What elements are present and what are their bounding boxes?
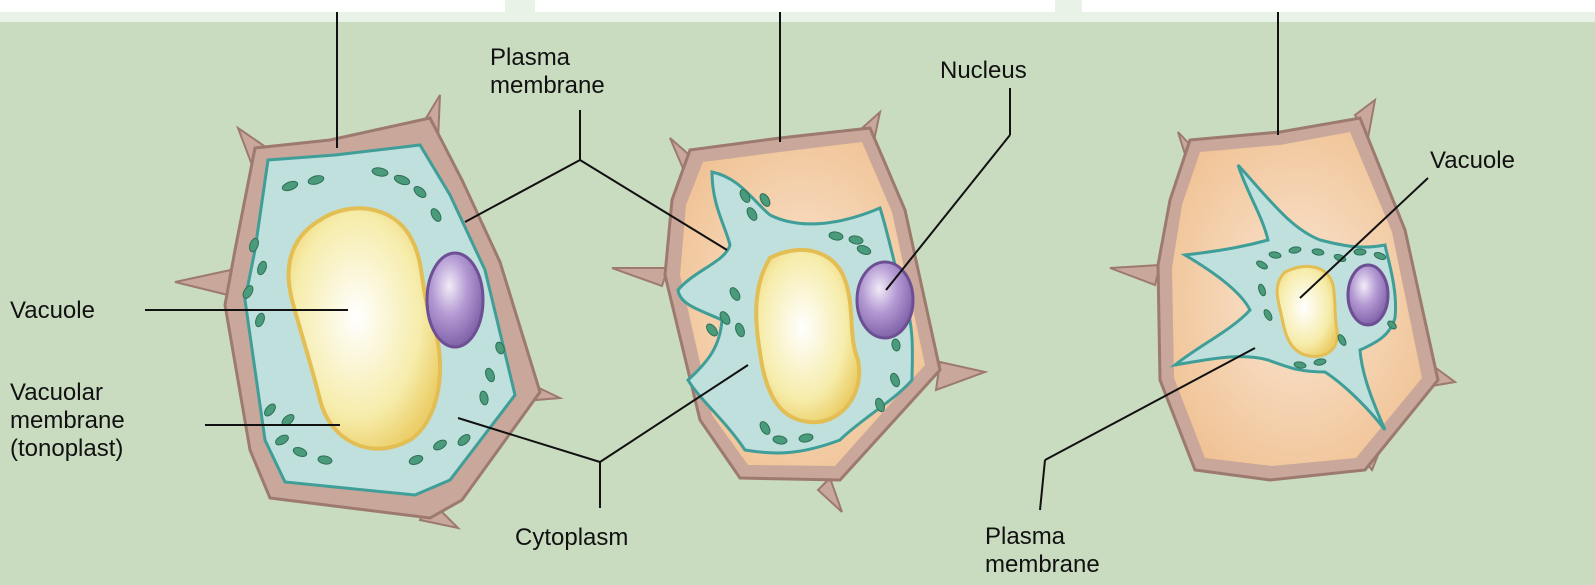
vacuole-right-label: Vacuole	[1430, 147, 1515, 174]
vacuole	[756, 250, 859, 422]
nucleus	[1348, 265, 1388, 325]
caption-panel-1	[0, 0, 505, 12]
nucleus	[857, 262, 913, 338]
nucleus	[427, 253, 483, 347]
nucleus-label: Nucleus	[940, 57, 1027, 84]
caption-panel-3	[1082, 0, 1595, 12]
cytoplasm-label: Cytoplasm	[515, 524, 628, 551]
vacuole-left-label: Vacuole	[10, 297, 95, 324]
caption-panel-2	[535, 0, 1055, 12]
